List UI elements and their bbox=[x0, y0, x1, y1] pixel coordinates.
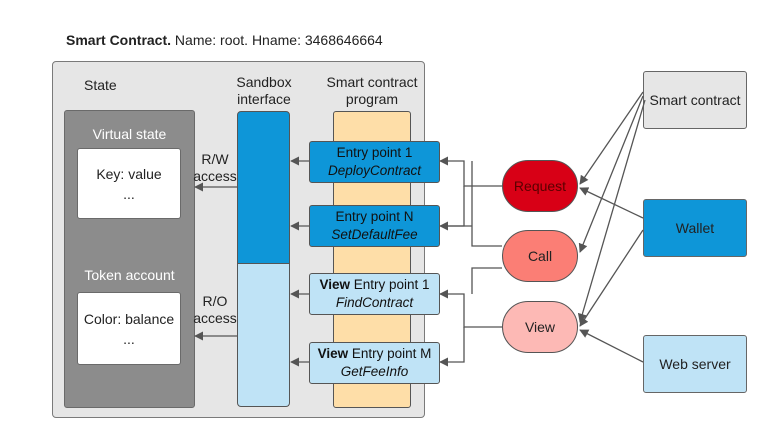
entry-label-line: View Entry point M bbox=[318, 345, 432, 363]
token-account-label: Token account bbox=[84, 267, 175, 283]
entry-label: Entry point N bbox=[335, 209, 414, 224]
smart-contract-caller[interactable]: Smart contract bbox=[643, 71, 747, 129]
entry-function: FindContract bbox=[335, 295, 414, 310]
sandbox-rw-segment bbox=[237, 111, 290, 264]
entry-function: DeployContract bbox=[327, 163, 422, 178]
sandbox-header: Sandbox interface bbox=[222, 74, 306, 108]
entry-label: Entry point 1 bbox=[336, 145, 413, 160]
ro-access-line2: access bbox=[193, 310, 237, 326]
rw-access-line1: R/W bbox=[201, 151, 229, 167]
token-account-line2: ... bbox=[123, 330, 135, 347]
view-prefix: View bbox=[319, 277, 350, 292]
entry-function: SetDefaultFee bbox=[331, 227, 418, 242]
entry-point-deploy-contract[interactable]: Entry point 1 DeployContract bbox=[309, 141, 440, 183]
sc-to-call-arrow bbox=[578, 95, 644, 253]
virtual-state-line2: ... bbox=[123, 185, 135, 202]
call-node[interactable]: Call bbox=[502, 230, 578, 282]
entry-point-set-default-fee[interactable]: Entry point N SetDefaultFee bbox=[309, 205, 440, 247]
sc-to-request-arrow bbox=[579, 91, 644, 185]
rw-access-line2: access bbox=[193, 168, 237, 184]
call-to-entry-arrow bbox=[471, 161, 502, 247]
sc-to-view-arrow bbox=[577, 99, 646, 323]
entry-function: GetFeeInfo bbox=[340, 364, 409, 379]
wallet-to-request-arrow bbox=[579, 187, 644, 219]
web-server-caller[interactable]: Web server bbox=[643, 335, 747, 393]
program-header: Smart contract program bbox=[318, 74, 426, 108]
sandbox-header-line2: interface bbox=[237, 91, 291, 107]
virtual-state-line1: Key: value bbox=[96, 165, 162, 182]
request-to-entry1-arrow bbox=[439, 156, 502, 187]
entry-label: Entry point 1 bbox=[349, 277, 430, 292]
request-to-entryN-arrow bbox=[439, 186, 465, 231]
view-to-view1-arrow bbox=[439, 289, 502, 328]
request-node[interactable]: Request bbox=[502, 160, 578, 212]
token-account-box: Color: balance ... bbox=[77, 292, 181, 365]
call-to-view-arrow bbox=[471, 267, 502, 294]
wallet-caller[interactable]: Wallet bbox=[643, 199, 747, 257]
rw-access-label: R/W access bbox=[188, 151, 242, 185]
virtual-state-label: Virtual state bbox=[92, 126, 167, 142]
virtual-state-box: Key: value ... bbox=[77, 148, 181, 219]
title-rest: Name: root. Hname: 3468646664 bbox=[171, 32, 383, 48]
view-entry-point-find-contract[interactable]: View Entry point 1 FindContract bbox=[309, 273, 440, 315]
view-to-viewM-arrow bbox=[439, 327, 465, 367]
entry-label: Entry point M bbox=[348, 346, 432, 361]
webserver-to-view-arrow bbox=[579, 329, 644, 363]
wallet-to-view-arrow bbox=[579, 229, 644, 327]
program-header-line1: Smart contract bbox=[326, 74, 418, 90]
program-header-line2: program bbox=[345, 91, 399, 107]
diagram-title: Smart Contract. Name: root. Hname: 34686… bbox=[66, 32, 383, 48]
view-prefix: View bbox=[317, 346, 349, 361]
ro-access-label: R/O access bbox=[188, 293, 242, 327]
ro-access-line1: R/O bbox=[202, 293, 228, 309]
state-label: State bbox=[84, 77, 117, 93]
entry-label-line: View Entry point 1 bbox=[319, 276, 429, 294]
sandbox-header-line1: Sandbox bbox=[236, 74, 292, 90]
title-bold: Smart Contract. bbox=[66, 32, 172, 48]
view-entry-point-get-fee-info[interactable]: View Entry point M GetFeeInfo bbox=[309, 342, 440, 384]
view-node[interactable]: View bbox=[502, 301, 578, 353]
sandbox-ro-segment bbox=[237, 264, 290, 407]
token-account-line1: Color: balance bbox=[83, 310, 175, 327]
